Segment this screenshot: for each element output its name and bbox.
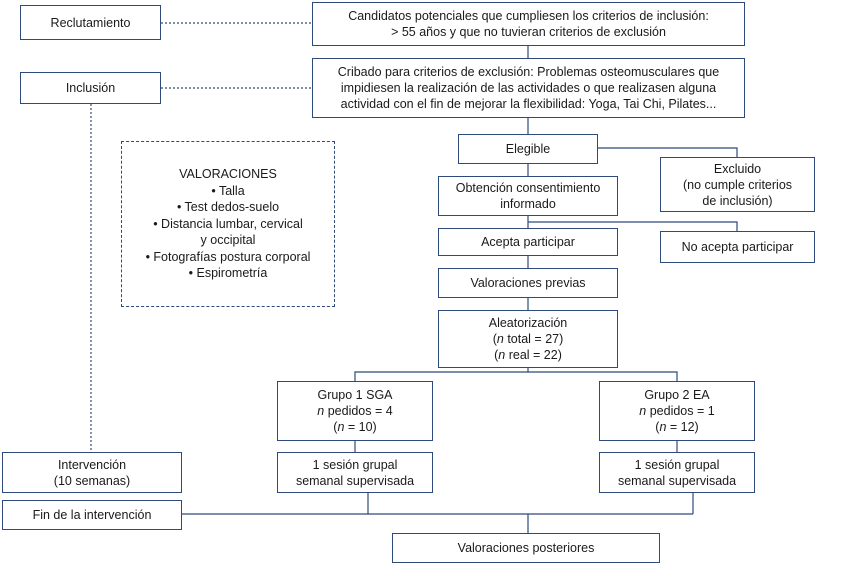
fin-intervencion-label: Fin de la intervención <box>32 508 152 522</box>
valoraciones-box: VALORACIONES • Talla • Test dedos-suelo … <box>121 141 335 307</box>
valoraciones-item: • Distancia lumbar, cervical <box>153 216 303 231</box>
no-acepta-participar-label: No acepta participar <box>681 240 794 254</box>
sesion2-line1: 1 sesión grupal <box>634 457 720 472</box>
grupo2-box: Grupo 2 EA n pedidos = 1 (n = 12) <box>599 381 755 441</box>
valoraciones-previas-box: Valoraciones previas <box>438 268 618 298</box>
intervencion-box: Intervención (10 semanas) <box>2 452 182 493</box>
inclusion-label: Inclusión <box>65 81 116 95</box>
grupo1-box: Grupo 1 SGA n pedidos = 4 (n = 10) <box>277 381 433 441</box>
valoraciones-previas-label: Valoraciones previas <box>470 276 586 290</box>
grupo1-count: (n = 10) <box>333 420 377 434</box>
acepta-participar-box: Acepta participar <box>438 228 618 256</box>
aleatorizacion-title: Aleatorización <box>488 316 568 330</box>
connector-consentimiento-no-acepta <box>528 221 738 231</box>
valoraciones-item: • Test dedos-suelo <box>176 200 280 215</box>
candidatos-line2: > 55 años y que no tuvieran criterios de… <box>391 25 666 39</box>
fin-intervencion-box: Fin de la intervención <box>2 500 182 530</box>
valoraciones-posteriores-box: Valoraciones posteriores <box>392 533 660 563</box>
cribado-line3: actividad con el fin de mejorar la flexi… <box>340 97 717 111</box>
acepta-participar-label: Acepta participar <box>481 235 575 249</box>
consentimiento-box: Obtención consentimiento informado <box>438 176 618 216</box>
candidatos-line1: Candidatos potenciales que cumpliesen lo… <box>348 9 709 23</box>
intervencion-line1: Intervención <box>57 457 127 472</box>
elegible-label: Elegible <box>505 142 551 156</box>
valoraciones-item: • Fotografías postura corporal <box>145 249 311 264</box>
grupo1-title: Grupo 1 SGA <box>317 388 393 402</box>
cribado-box: Cribado para criterios de exclusión: Pro… <box>312 58 745 118</box>
cribado-line2: impidiesen la realización de las activid… <box>340 81 717 95</box>
reclutamiento-box: Reclutamiento <box>20 5 161 40</box>
candidatos-box: Candidatos potenciales que cumpliesen lo… <box>312 2 745 46</box>
sesion2-box: 1 sesión grupal semanal supervisada <box>599 452 755 493</box>
sesion2-line2: semanal supervisada <box>617 473 737 488</box>
sesion1-line2: semanal supervisada <box>295 473 415 488</box>
aleatorizacion-total: (n total = 27) <box>492 332 564 346</box>
sesion1-line1: 1 sesión grupal <box>312 457 398 472</box>
valoraciones-item: • Talla <box>211 183 245 198</box>
excluido-line2: (no cumple criterios <box>682 177 793 192</box>
grupo2-pedidos: n pedidos = 1 <box>639 404 715 418</box>
valoraciones-item: y occipital <box>200 233 256 248</box>
valoraciones-posteriores-label: Valoraciones posteriores <box>457 541 595 555</box>
excluido-line3: de inclusión) <box>702 193 773 208</box>
reclutamiento-label: Reclutamiento <box>50 15 131 30</box>
valoraciones-title: VALORACIONES <box>179 167 277 182</box>
valoraciones-item: • Espirometría <box>188 266 268 281</box>
connector-elegible-excluido <box>598 147 738 157</box>
no-acepta-participar-box: No acepta participar <box>660 231 815 263</box>
consentimiento-line1: Obtención consentimiento <box>455 181 601 195</box>
cribado-line1: Cribado para criterios de exclusión: Pro… <box>337 65 720 79</box>
consentimiento-line2: informado <box>500 197 556 211</box>
grupo2-count: (n = 12) <box>655 420 699 434</box>
aleatorizacion-box: Aleatorización (n total = 27) (n real = … <box>438 310 618 368</box>
grupo2-title: Grupo 2 EA <box>644 388 710 402</box>
connector-split-groups <box>354 371 678 381</box>
excluido-line1: Excluido <box>713 161 762 176</box>
aleatorizacion-real: (n real = 22) <box>494 348 562 362</box>
grupo1-pedidos: n pedidos = 4 <box>317 404 393 418</box>
sesion1-box: 1 sesión grupal semanal supervisada <box>277 452 433 493</box>
excluido-box: Excluido (no cumple criterios de inclusi… <box>660 157 815 212</box>
intervencion-line2: (10 semanas) <box>53 473 131 488</box>
elegible-box: Elegible <box>458 134 598 164</box>
inclusion-box: Inclusión <box>20 72 161 104</box>
